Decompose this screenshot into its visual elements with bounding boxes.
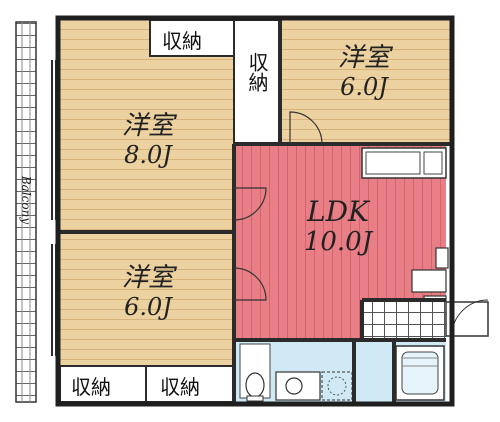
balcony	[15, 21, 37, 403]
west-windows	[51, 60, 57, 356]
storage-label-top: 収納	[162, 29, 202, 53]
outer-wall	[55, 15, 455, 407]
room-size: 6.0J	[340, 72, 388, 101]
interior-walls	[60, 20, 450, 402]
room-size: 10.0J	[303, 227, 373, 258]
room-label-western-6j-bottom: 洋室 6.0J	[98, 263, 198, 321]
balcony-label: Balcony	[19, 175, 33, 225]
western-room-6j-top-floor	[280, 20, 450, 144]
room-label-western-6j-top: 洋室 6.0J	[320, 43, 408, 101]
room-name: 洋室	[121, 111, 174, 141]
storage-label-bottom-left: 収納	[71, 375, 111, 399]
room-size: 6.0J	[124, 292, 172, 321]
room-name: 洋室	[337, 43, 390, 73]
room-label-ldk: LDK 10.0J	[278, 195, 398, 258]
room-label-western-8j: 洋室 8.0J	[98, 111, 198, 169]
room-name: 洋室	[121, 263, 174, 293]
storage-label-bottom-right: 収納	[160, 375, 200, 399]
wet-area	[236, 340, 446, 402]
room-name: LDK	[307, 195, 369, 228]
kitchen-counter	[361, 147, 449, 311]
storage-label-vertical: 収納	[245, 52, 269, 92]
room-size: 8.0J	[124, 140, 172, 169]
door-swings	[233, 111, 323, 301]
western-room-6j-bottom-floor	[60, 232, 234, 366]
entrance-floor	[362, 300, 446, 342]
